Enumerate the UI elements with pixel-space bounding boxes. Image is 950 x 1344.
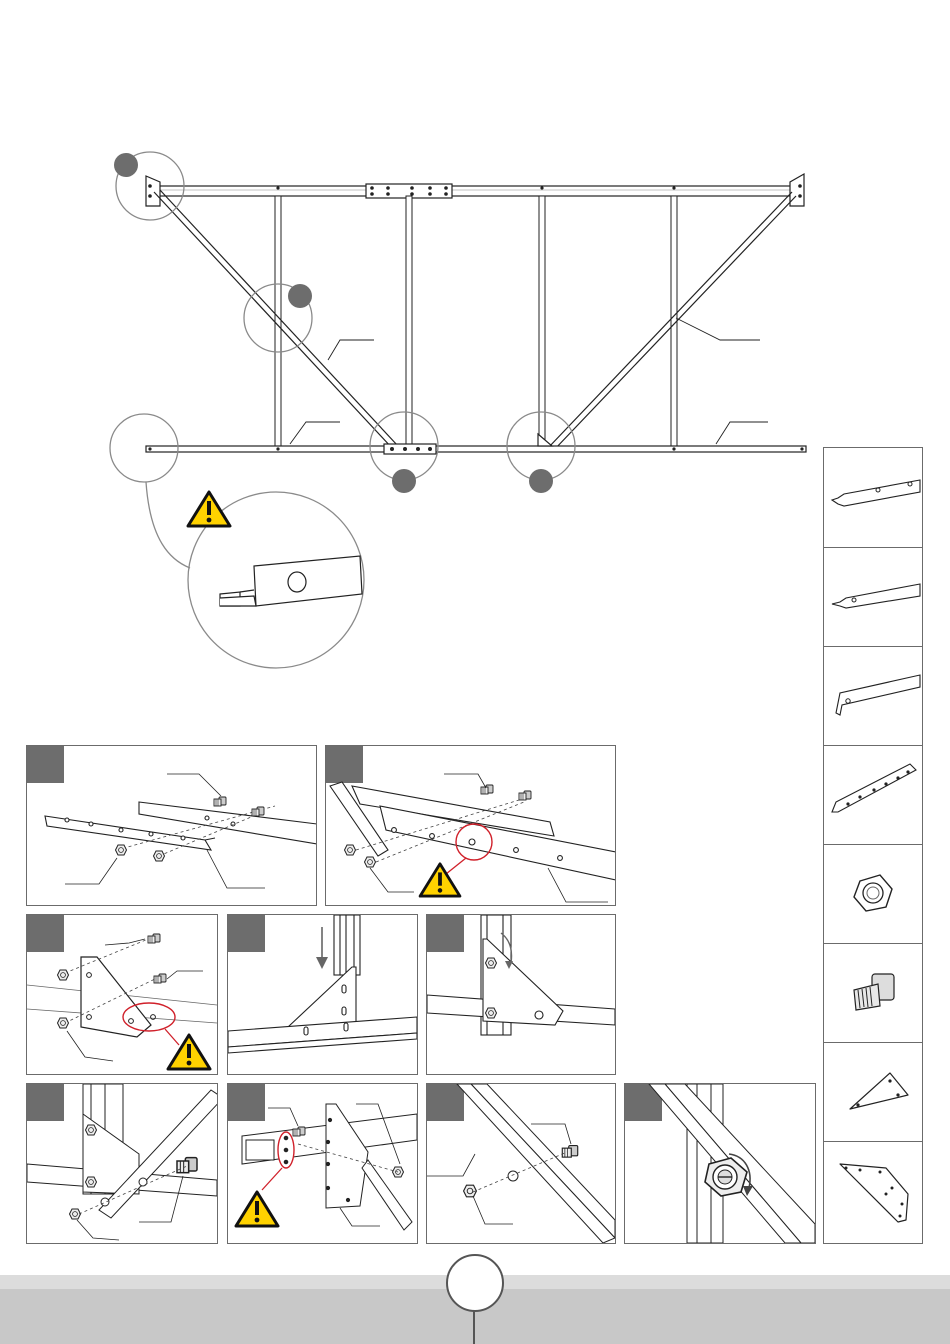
step-7-panel: [227, 1083, 418, 1244]
nut-icon: [86, 1125, 97, 1135]
step-3-panel: [26, 914, 218, 1075]
nut-icon: [345, 845, 356, 855]
part-bolt: [824, 943, 922, 1043]
step-5-panel: [426, 914, 616, 1075]
angle-profile-icon: [824, 548, 922, 647]
hex-nut-icon: [824, 845, 922, 944]
part-angle-perforated: [824, 745, 922, 845]
nut-icon: [58, 1018, 69, 1028]
step-6-panel: [26, 1083, 218, 1244]
bolt-icon: [154, 974, 166, 983]
bolt-icon: [562, 1146, 577, 1158]
page-number-circle: [446, 1254, 504, 1312]
step-9-panel: [624, 1083, 816, 1244]
nut-icon: [154, 851, 165, 861]
nut-icon: [486, 958, 497, 968]
gusset-plate-icon: [824, 1142, 922, 1241]
nut-icon: [86, 1177, 97, 1187]
diagonal-braces: [154, 190, 796, 450]
bolt-icon: [214, 797, 226, 806]
square-bolt-icon: [824, 944, 922, 1043]
warning-triangle-icon: [236, 1192, 278, 1226]
bolt-icon: [293, 1127, 305, 1136]
warning-triangle-icon: [420, 864, 460, 896]
nut-icon: [486, 1008, 497, 1018]
corner-plate-right: [790, 174, 804, 206]
part-triangle-plate: [824, 1042, 922, 1142]
bottom-beam: [146, 434, 806, 454]
vertical-posts: [275, 196, 677, 448]
nut-icon: [58, 970, 69, 980]
angle-profile-icon: [824, 448, 922, 547]
leader-lines: [290, 318, 768, 444]
magnified-angle-profile: [220, 556, 362, 606]
bolt-icon: [177, 1158, 197, 1173]
corner-plate-left: [146, 176, 160, 206]
page-marker-line: [473, 1309, 475, 1344]
part-gusset-plate: [824, 1141, 922, 1241]
bolt-icon: [519, 791, 531, 800]
bolt-icon: [252, 807, 264, 816]
part-angle-long: [824, 448, 922, 547]
triangle-plate-icon: [824, 1043, 922, 1142]
nut-icon: [365, 857, 376, 867]
overview-drawing: [0, 0, 820, 700]
nut-icon: [116, 845, 127, 855]
part-angle-short: [824, 646, 922, 746]
angle-profile-icon: [824, 647, 922, 746]
nut-icon: [70, 1209, 81, 1219]
step-4-panel: [227, 914, 418, 1075]
down-arrow-icon: [316, 927, 328, 969]
part-nut: [824, 844, 922, 944]
step-2-panel: [325, 745, 616, 906]
step-8-panel: [426, 1083, 616, 1244]
callout-badges: [114, 153, 553, 493]
bolt-icon: [148, 934, 160, 943]
parts-list: [823, 447, 923, 1244]
part-angle-medium: [824, 547, 922, 647]
bolt-icon: [481, 785, 493, 794]
top-beam: [148, 184, 802, 198]
step-1-panel: [26, 745, 317, 906]
perforated-angle-icon: [824, 746, 922, 845]
